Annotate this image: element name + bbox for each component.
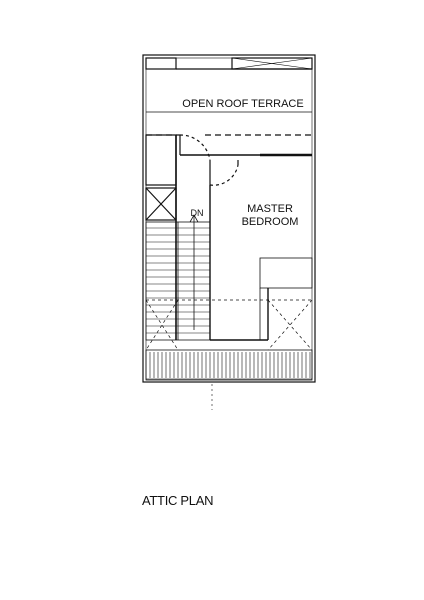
planter-box xyxy=(231,57,313,70)
wardrobe xyxy=(259,257,313,289)
lift-void xyxy=(145,187,177,221)
lift-cross-b xyxy=(145,187,177,221)
master-bedroom-label-line2: BEDROOM xyxy=(242,216,299,228)
parapet-vent xyxy=(145,57,177,70)
stair-down-label: DN xyxy=(191,208,204,218)
bedroom-door-swing xyxy=(209,164,239,186)
planter-diagonal-b xyxy=(231,57,313,70)
terrace-label: OPEN ROOF TERRACE xyxy=(182,98,303,110)
roof-tiles xyxy=(149,352,311,378)
terrace-door-swing xyxy=(179,134,211,161)
outer-wall xyxy=(142,54,316,383)
roof-eave-lines xyxy=(145,299,313,351)
roof-tile-band xyxy=(145,349,313,381)
plan-title: ATTIC PLAN xyxy=(142,493,213,508)
staircase xyxy=(145,214,211,341)
master-bedroom-label-line1: MASTER xyxy=(247,203,293,215)
service-shaft xyxy=(145,134,177,186)
